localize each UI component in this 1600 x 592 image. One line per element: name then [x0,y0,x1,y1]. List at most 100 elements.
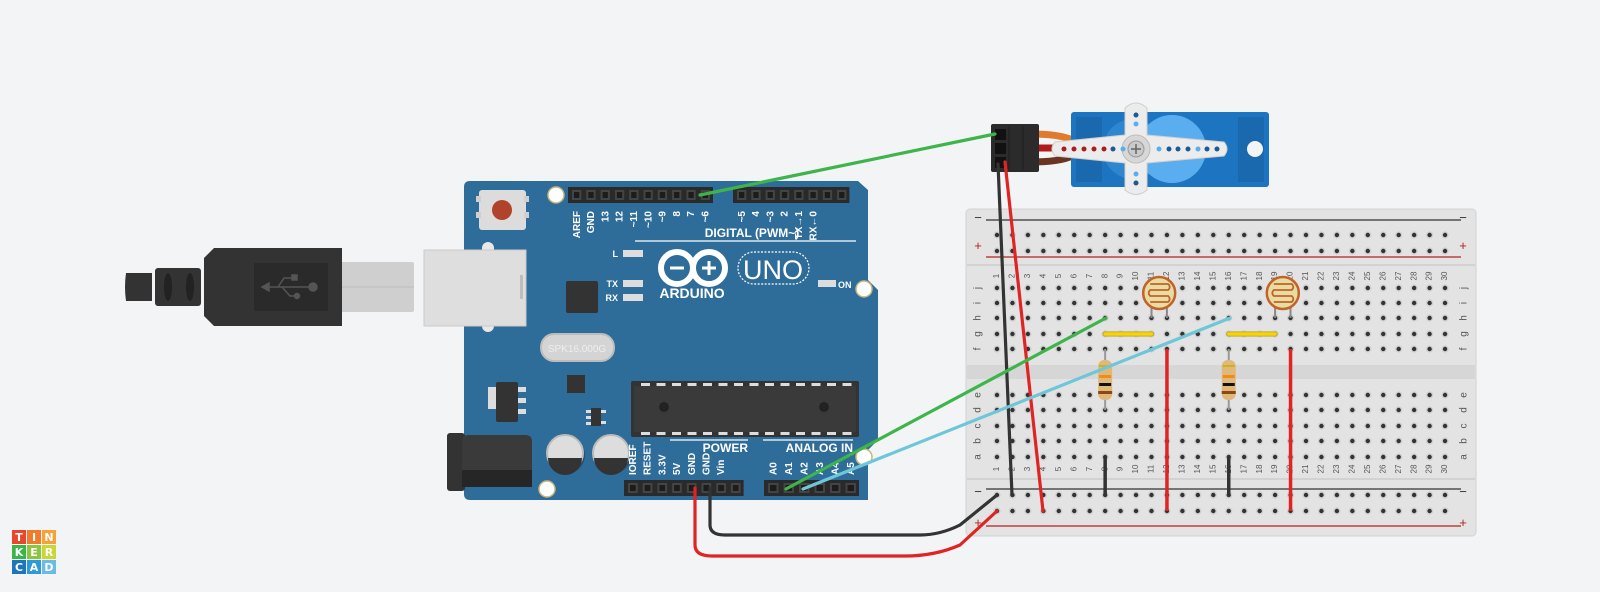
breadboard-hole[interactable] [1118,454,1123,460]
breadboard-hole[interactable] [1272,407,1278,413]
breadboard-hole[interactable] [1025,315,1031,321]
breadboard-hole[interactable] [1272,423,1278,429]
breadboard-hole[interactable] [1025,492,1031,498]
breadboard-hole[interactable] [1056,346,1062,352]
breadboard-hole[interactable] [1211,331,1216,337]
breadboard-hole[interactable] [1056,331,1062,337]
breadboard-hole[interactable] [1257,285,1262,291]
breadboard-hole[interactable] [1427,232,1432,238]
breadboard-hole[interactable] [1118,248,1123,254]
breadboard-hole[interactable] [1396,232,1401,238]
breadboard-hole[interactable] [1396,285,1401,291]
breadboard-hole[interactable] [1365,492,1371,498]
breadboard-hole[interactable] [1411,232,1417,238]
breadboard-hole[interactable] [1365,300,1371,306]
breadboard-hole[interactable] [1442,454,1448,460]
breadboard-hole[interactable] [1334,423,1340,429]
breadboard-hole[interactable] [1010,346,1015,352]
breadboard-hole[interactable] [1195,438,1201,444]
breadboard-hole[interactable] [1442,331,1448,337]
breadboard-hole[interactable] [1427,438,1432,444]
breadboard-hole[interactable] [1303,346,1309,352]
breadboard-hole[interactable] [1072,438,1077,444]
breadboard-hole[interactable] [1381,248,1386,254]
breadboard-hole[interactable] [1303,315,1309,321]
breadboard-hole[interactable] [1303,232,1309,238]
breadboard-hole[interactable] [994,315,1000,321]
breadboard-hole[interactable] [1365,315,1371,321]
breadboard-hole[interactable] [1010,285,1015,291]
breadboard-hole[interactable] [1211,285,1216,291]
breadboard-hole[interactable] [1442,423,1448,429]
breadboard-hole[interactable] [1056,492,1062,498]
breadboard-hole[interactable] [1334,392,1340,398]
breadboard-hole[interactable] [1257,315,1262,321]
breadboard-hole[interactable] [1072,248,1077,254]
breadboard-hole[interactable] [1072,423,1077,429]
breadboard-hole[interactable] [1350,438,1355,444]
breadboard-hole[interactable] [1319,285,1324,291]
breadboard-hole[interactable] [1257,346,1262,352]
breadboard-hole[interactable] [1056,392,1062,398]
breadboard-hole[interactable] [1442,508,1448,514]
breadboard-hole[interactable] [1257,508,1262,514]
breadboard-hole[interactable] [1334,248,1340,254]
breadboard-hole[interactable] [1396,492,1401,498]
breadboard-hole[interactable] [1242,423,1247,429]
breadboard-hole[interactable] [1242,248,1247,254]
breadboard-hole[interactable] [1272,248,1278,254]
breadboard-hole[interactable] [1180,392,1185,398]
breadboard-hole[interactable] [1334,300,1340,306]
breadboard-hole[interactable] [1334,492,1340,498]
breadboard-hole[interactable] [1211,315,1216,321]
breadboard-hole[interactable] [1334,331,1340,337]
breadboard-hole[interactable] [1056,248,1062,254]
breadboard-hole[interactable] [1396,331,1401,337]
breadboard-hole[interactable] [1396,438,1401,444]
breadboard-hole[interactable] [1427,315,1432,321]
breadboard-hole[interactable] [1211,508,1216,514]
breadboard-hole[interactable] [1411,315,1417,321]
breadboard-hole[interactable] [1195,248,1201,254]
breadboard-hole[interactable] [1025,248,1031,254]
breadboard-hole[interactable] [1211,392,1216,398]
breadboard-hole[interactable] [1442,232,1448,238]
breadboard-hole[interactable] [1056,315,1062,321]
breadboard-hole[interactable] [1211,232,1216,238]
breadboard-hole[interactable] [1365,331,1371,337]
breadboard-hole[interactable] [1427,248,1432,254]
breadboard-hole[interactable] [1149,492,1154,498]
breadboard-hole[interactable] [1180,232,1185,238]
breadboard-hole[interactable] [1087,438,1092,444]
breadboard-hole[interactable] [1427,285,1432,291]
breadboard-hole[interactable] [994,232,1000,238]
breadboard-hole[interactable] [1319,492,1324,498]
breadboard-hole[interactable] [1149,392,1154,398]
breadboard-hole[interactable] [1226,285,1231,291]
breadboard-hole[interactable] [1087,285,1092,291]
breadboard-hole[interactable] [1288,232,1293,238]
breadboard-hole[interactable] [1272,232,1278,238]
breadboard-hole[interactable] [1319,508,1324,514]
breadboard-hole[interactable] [1195,492,1201,498]
breadboard-hole[interactable] [1010,300,1015,306]
breadboard-hole[interactable] [1427,423,1432,429]
breadboard-hole[interactable] [1442,492,1448,498]
breadboard-hole[interactable] [1180,454,1185,460]
breadboard-hole[interactable] [1411,346,1417,352]
wire-a2-to-photoresistor[interactable] [801,316,1232,491]
breadboard-hole[interactable] [1381,331,1386,337]
breadboard-hole[interactable] [1072,492,1077,498]
breadboard-hole[interactable] [1365,454,1371,460]
breadboard-hole[interactable] [1350,346,1355,352]
breadboard-hole[interactable] [1257,392,1262,398]
breadboard-hole[interactable] [1442,285,1448,291]
breadboard-hole[interactable] [1056,454,1062,460]
breadboard-hole[interactable] [1396,346,1401,352]
breadboard-hole[interactable] [1211,438,1216,444]
breadboard-hole[interactable] [1442,392,1448,398]
breadboard-hole[interactable] [1350,454,1355,460]
breadboard-hole[interactable] [1411,248,1417,254]
breadboard-hole[interactable] [1427,392,1432,398]
breadboard-hole[interactable] [1350,423,1355,429]
